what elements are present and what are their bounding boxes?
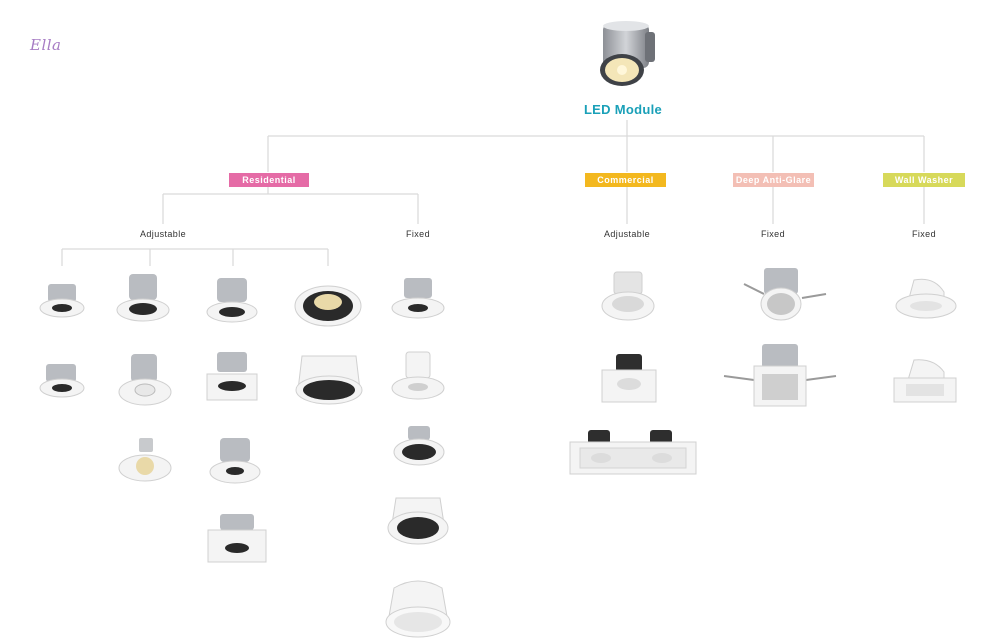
category-commercial: Commercial bbox=[585, 173, 666, 187]
downlight-image bbox=[393, 426, 445, 466]
subtype-wall-fixed: Fixed bbox=[911, 229, 936, 239]
downlight-image bbox=[601, 354, 657, 403]
downlight-image bbox=[569, 430, 697, 475]
downlight-image bbox=[209, 438, 261, 484]
downlight-image bbox=[206, 352, 258, 401]
downlight-image bbox=[295, 355, 363, 405]
downlight-image bbox=[385, 580, 451, 638]
downlight-image bbox=[207, 514, 267, 563]
downlight-image bbox=[391, 278, 445, 319]
subtype-deep-fixed: Fixed bbox=[760, 229, 785, 239]
downlight-image bbox=[116, 274, 170, 322]
downlight-image bbox=[895, 278, 957, 319]
downlight-image bbox=[893, 359, 957, 403]
downlight-image bbox=[391, 351, 445, 400]
category-wall-washer: Wall Washer bbox=[883, 173, 965, 187]
downlight-image bbox=[294, 285, 362, 327]
led-module-image bbox=[600, 21, 655, 86]
downlight-image bbox=[723, 344, 837, 407]
subtype-commercial-adjustable: Adjustable bbox=[603, 229, 651, 239]
subtype-residential-fixed: Fixed bbox=[405, 229, 430, 239]
downlight-image bbox=[387, 497, 449, 545]
root-title: LED Module bbox=[583, 102, 663, 117]
downlight-image bbox=[39, 364, 85, 398]
downlight-image bbox=[118, 438, 172, 482]
downlight-image bbox=[601, 271, 655, 321]
downlight-image bbox=[118, 354, 172, 406]
downlight-image bbox=[206, 278, 258, 323]
category-deep-anti-glare: Deep Anti-Glare bbox=[733, 173, 814, 187]
signature: Ella bbox=[30, 36, 62, 54]
category-residential: Residential bbox=[229, 173, 309, 187]
downlight-image bbox=[39, 284, 85, 318]
subtype-residential-adjustable: Adjustable bbox=[139, 229, 187, 239]
downlight-image bbox=[743, 268, 827, 321]
